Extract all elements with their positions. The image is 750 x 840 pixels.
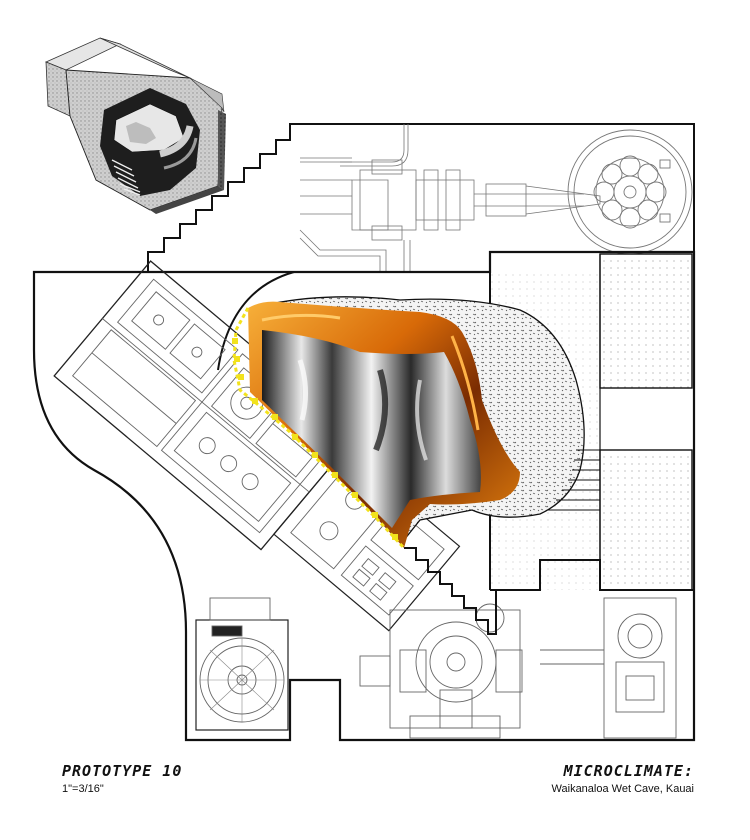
cave-photo-collage (248, 301, 520, 548)
location-block: MICROCLIMATE: Waikanaloa Wet Cave, Kauai (552, 762, 694, 795)
lower-stair (404, 547, 497, 635)
scale-note: 1"=3/16" (62, 783, 104, 795)
main-plan-outline (32, 250, 696, 742)
microclimate-heading: MICROCLIMATE: (563, 762, 694, 780)
yellow-tick-marks (232, 338, 398, 540)
pump-icon (195, 597, 677, 739)
yellow-edge-marker (232, 307, 406, 550)
flywheel-icon (567, 129, 693, 255)
drawing-title-block: PROTOTYPE 10 1"=3/16" (62, 762, 182, 795)
prototype-title: PROTOTYPE 10 (62, 762, 183, 780)
isometric-model-icon (44, 37, 226, 214)
piston-assembly-icon (299, 124, 601, 272)
rock-connectors (548, 449, 600, 511)
location-label: Waikanaloa Wet Cave, Kauai (551, 783, 694, 795)
upper-plan-outline (147, 123, 695, 272)
